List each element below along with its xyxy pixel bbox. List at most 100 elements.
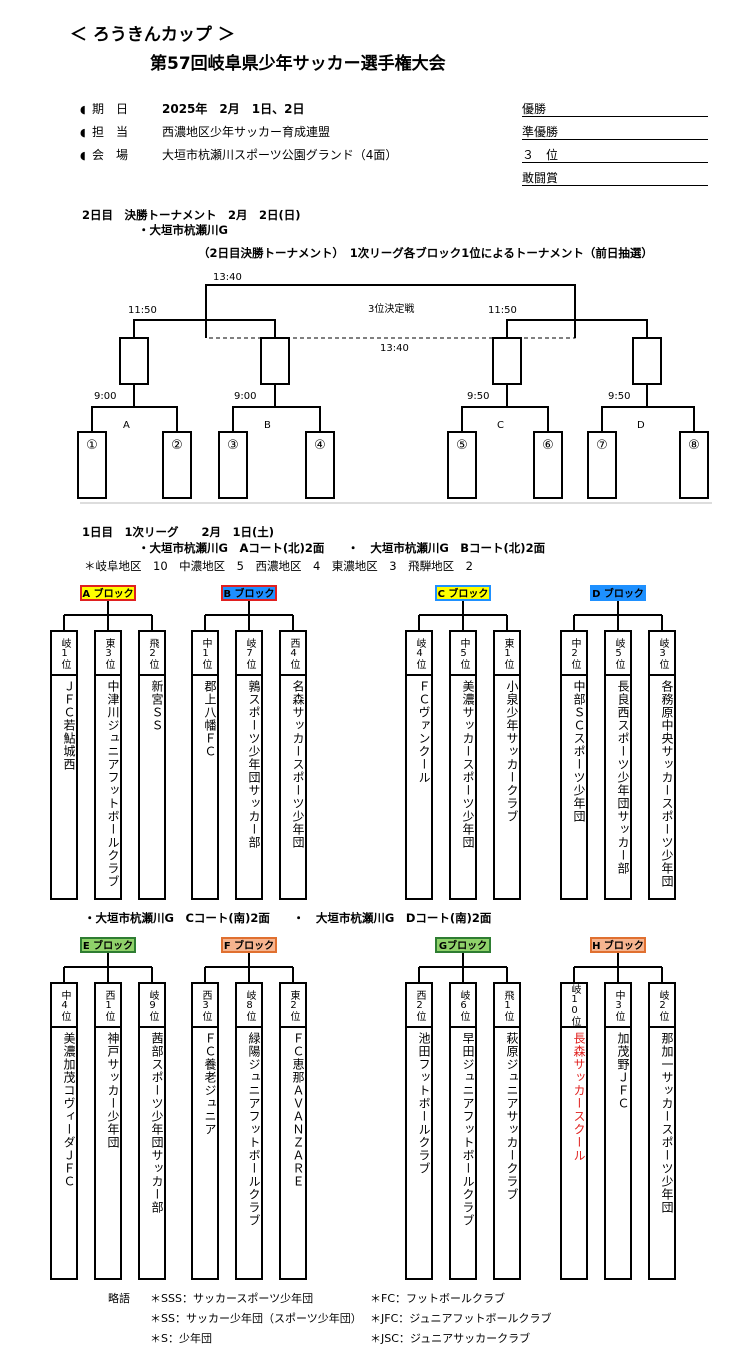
team-card: 中2位中部ＳＣスポーツ少年団 [560,630,588,900]
block-label: D ブロック [590,585,646,601]
team-card: 岐10位長森サッカースクール [560,982,588,1280]
quarter-label-d: D [637,420,645,431]
team-seed: 中4位 [52,984,76,1028]
block-label: A ブロック [80,585,136,601]
info-label: 期 日 [92,102,129,116]
team-name: 美濃加茂コヴィーダＪＦＣ [62,1032,76,1188]
team-name: 鶉スポーツ少年団サッカー部 [247,680,261,849]
info-label: 会 場 [92,148,129,162]
team-card: 岐3位各務原中央サッカースポーツ少年団 [648,630,676,900]
result-third: ３ 位 [522,146,708,163]
team-card: 岐2位那加一サッカースポーツ少年団 [648,982,676,1280]
block-label: C ブロック [435,585,491,601]
team-seed: 岐7位 [237,632,261,676]
team-card: 岐9位茜部スポーツ少年団サッカー部 [138,982,166,1280]
team-seed: 西3位 [193,984,217,1028]
team-seed: 飛1位 [495,984,519,1028]
quarter-label-a: A [123,420,130,431]
team-seed: 岐3位 [650,632,674,676]
team-seed: 西1位 [96,984,120,1028]
quarter-label-b: B [264,420,271,431]
team-name: 神戸サッカー少年団 [106,1032,120,1149]
result-fighting-spirit: 敢闘賞 [522,169,708,186]
slot-4: ④ [314,438,326,453]
team-name: 萩原ジュニアサッカークラブ [505,1032,519,1201]
final-time: 13:40 [213,272,242,283]
legend-item: ＊JSC：ジュニアサッカークラブ [370,1332,531,1345]
team-card: 西2位池田フットボールクラブ [405,982,433,1280]
quarter-time-a: 9:00 [94,391,116,402]
team-name: ＪＦＣ若鮎城西 [62,680,76,771]
semi-time-left: 11:50 [128,305,157,316]
info-value: 2025年 2月 1日、2日 [162,102,305,116]
team-name: 各務原中央サッカースポーツ少年団 [660,680,674,888]
team-seed: 岐8位 [237,984,261,1028]
team-seed: 中2位 [562,632,586,676]
team-seed: 東1位 [495,632,519,676]
slot-3: ③ [227,438,239,453]
quarter-time-d: 9:50 [608,391,630,402]
info-venue: ◖会 場大垣市杭瀬川スポーツ公園グランド（4面） [80,146,397,163]
team-name: 中部ＳＣスポーツ少年団 [572,680,586,823]
day1-courts-cd: ・大垣市杭瀬川G Cコート(南)2面 ・ 大垣市杭瀬川G Dコート(南)2面 [84,911,492,925]
legend-title: 略語 [108,1292,130,1305]
block-label: Gブロック [435,937,491,953]
slot-6: ⑥ [542,438,554,453]
team-name: 小泉少年サッカークラブ [505,680,519,823]
team-seed: 岐1位 [52,632,76,676]
team-card: 中3位加茂野ＪＦＣ [604,982,632,1280]
team-name: 中津川ジュニアフットボールクラブ [106,680,120,888]
team-seed: 中3位 [606,984,630,1028]
info-label: 担 当 [92,125,129,139]
day1-title: 1日目 1次リーグ 2月 1日(土) [82,525,275,539]
slot-2: ② [171,438,183,453]
team-seed: 西2位 [407,984,431,1028]
team-card: 中5位美濃サッカースポーツ少年団 [449,630,477,900]
bullet-icon: ◖ [80,103,86,116]
slot-8: ⑧ [688,438,700,453]
cup-name: ＜ ろうきんカップ ＞ [70,25,235,45]
day2-venue: ・大垣市杭瀬川G [138,223,228,237]
team-seed: 岐9位 [140,984,164,1028]
slot-5: ⑤ [456,438,468,453]
team-card: 西1位神戸サッカー少年団 [94,982,122,1280]
block-label: F ブロック [221,937,277,953]
team-name: 新宮ＳＳ [150,680,164,732]
team-name: 早田ジュニアフットボールクラブ [461,1032,475,1227]
team-seed: 飛2位 [140,632,164,676]
result-runner-up: 準優勝 [522,123,708,140]
team-card: 岐1位 ＪＦＣ若鮎城西 [50,630,78,900]
bullet-icon: ◖ [80,149,86,162]
team-seed: 東2位 [281,984,305,1028]
team-card: 中4位美濃加茂コヴィーダＪＦＣ [50,982,78,1280]
legend-item: ＊FC：フットボールクラブ [370,1292,506,1305]
legend-item: ＊SSS：サッカースポーツ少年団 [150,1292,314,1305]
quarter-time-c: 9:50 [467,391,489,402]
day1-courts-ab: ・大垣市杭瀬川G Aコート(北)2面 ・ 大垣市杭瀬川G Bコート(北)2面 [138,541,546,555]
page-title: 第57回岐阜県少年サッカー選手権大会 [150,54,446,74]
legend-item: ＊S：少年団 [150,1332,212,1345]
quarter-label-c: C [497,420,504,431]
team-name: ＦＣヴァンクール [417,680,431,784]
team-name: 郡上八幡ＦＣ [203,680,217,758]
team-name: 名森サッカースポーツ少年団 [291,680,305,849]
team-seed: 岐4位 [407,632,431,676]
team-card: 飛1位萩原ジュニアサッカークラブ [493,982,521,1280]
team-seed: 岐2位 [650,984,674,1028]
team-name: 池田フットボールクラブ [417,1032,431,1175]
team-seed: 岐10位 [562,984,586,1028]
team-card: 岐8位緑陽ジュニアフットボールクラブ [235,982,263,1280]
team-name: 加茂野ＪＦＣ [616,1032,630,1110]
slot-7: ⑦ [596,438,608,453]
result-winner: 優勝 [522,100,708,117]
team-name: 長森サッカースクール [572,1032,586,1162]
info-value: 西濃地区少年サッカー育成連盟 [162,125,331,139]
team-name: 緑陽ジュニアフットボールクラブ [247,1032,261,1227]
team-name: ＦＣ養老ジュニア [203,1032,217,1136]
info-organizer: ◖担 当西濃地区少年サッカー育成連盟 [80,123,330,140]
team-card: 岐6位早田ジュニアフットボールクラブ [449,982,477,1280]
final-tournament-bracket: 13:40 3位決定戦 13:40 11:50 11:50 9:00 9:00 … [77,272,712,504]
team-card: 岐7位鶉スポーツ少年団サッカー部 [235,630,263,900]
info-date: ◖ 期 日 2025年 2月 1日、2日 [80,100,304,117]
